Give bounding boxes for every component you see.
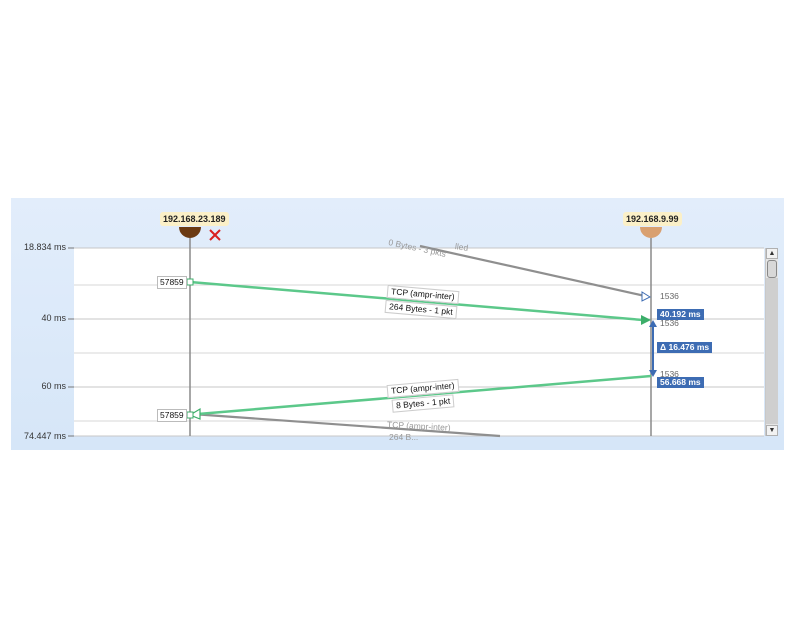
left-endpoint-node-icon[interactable] <box>179 227 201 238</box>
scroll-down-button[interactable]: ▼ <box>766 425 778 436</box>
upper-time-badge: 40.192 ms <box>657 309 704 320</box>
right-hidden-port: 1536 <box>660 318 679 328</box>
delta-time-badge: Δ 16.476 ms <box>657 342 713 353</box>
background-flow-upper <box>419 244 646 298</box>
background-flow-lower-tail: 264 B... <box>389 432 419 442</box>
left-lower-marker <box>186 411 194 419</box>
delta-arrow-bottom <box>649 370 657 377</box>
right-endpoint-node-icon[interactable] <box>640 227 662 238</box>
flow-request-line <box>189 280 644 322</box>
axis-tick-bottom: 74.447 ms <box>23 431 66 441</box>
right-upper-port: 1536 <box>660 291 679 301</box>
left-upper-marker <box>186 278 194 286</box>
flow-response-line <box>197 374 652 416</box>
scroll-up-button[interactable]: ▲ <box>766 248 778 259</box>
delta-arrow-top <box>649 320 657 327</box>
flow-response-arrowhead <box>188 407 201 420</box>
axis-tick-top: 18.834 ms <box>23 242 66 252</box>
scroll-thumb[interactable] <box>767 260 777 278</box>
background-flow-upper-tail: lled <box>454 241 469 253</box>
right-lower-port: 1536 <box>660 369 679 379</box>
right-endpoint-label[interactable]: 192.168.9.99 <box>623 212 682 226</box>
left-endpoint-label[interactable]: 192.168.23.189 <box>160 212 229 226</box>
left-lower-port: 57859 <box>157 409 187 422</box>
left-upper-port: 57859 <box>157 276 187 289</box>
axis-tick-60: 60 ms <box>41 381 66 391</box>
scroll-track[interactable] <box>766 278 778 424</box>
axis-tick-40: 40 ms <box>41 313 66 323</box>
close-x-icon <box>209 229 221 241</box>
vertical-scrollbar[interactable]: ▲ ▼ <box>765 248 778 436</box>
background-flow-lower <box>191 412 501 438</box>
flow-request-arrowhead <box>641 315 651 325</box>
lower-time-badge: 56.668 ms <box>657 377 704 388</box>
background-flow-upper-arrow <box>641 291 652 302</box>
